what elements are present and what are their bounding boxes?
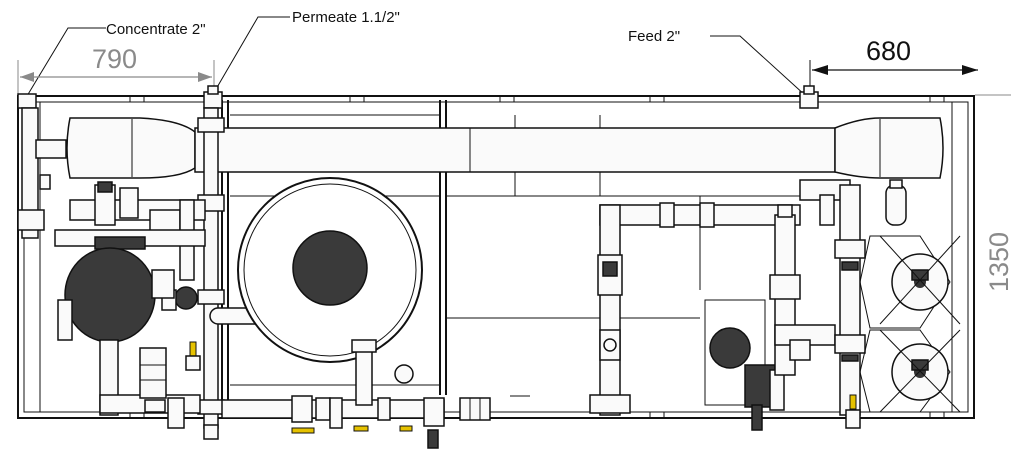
- left-width-dimension: [17, 60, 215, 100]
- feed-connector: [799, 85, 819, 109]
- upper-cartridge-filter: [859, 235, 961, 329]
- permeate-callout-label: Permeate 1.1/2": [292, 9, 400, 26]
- concentrate-pipe: [17, 107, 67, 239]
- left-corner-connector: [17, 93, 37, 109]
- height-dimension-label: 1350: [984, 232, 1011, 292]
- feed-leader: [710, 35, 807, 97]
- lower-left-piping: [99, 339, 201, 429]
- flow-meter-line: [589, 202, 801, 416]
- membrane-pressure-vessel: [66, 117, 944, 179]
- lower-cartridge-filter: [859, 329, 961, 413]
- right-vertical-piping: [769, 179, 866, 429]
- bottom-manifold: [221, 339, 530, 449]
- dosing-tank: [704, 299, 785, 431]
- feed-pump: [57, 236, 175, 343]
- concentrate-callout-label: Concentrate 2": [106, 21, 206, 38]
- right-width-dimension-label: 680: [866, 36, 911, 66]
- filter-inlet-fitting: [885, 179, 907, 226]
- permeate-leader: [211, 16, 290, 97]
- cleaning-tank: [237, 177, 423, 363]
- concentrate-leader: [26, 27, 106, 97]
- permeate-connector: [203, 85, 223, 109]
- feed-callout-label: Feed 2": [628, 28, 680, 45]
- right-width-dimension: [809, 60, 978, 96]
- left-width-dimension-label: 790: [92, 44, 137, 74]
- permeate-pipe: [197, 107, 271, 440]
